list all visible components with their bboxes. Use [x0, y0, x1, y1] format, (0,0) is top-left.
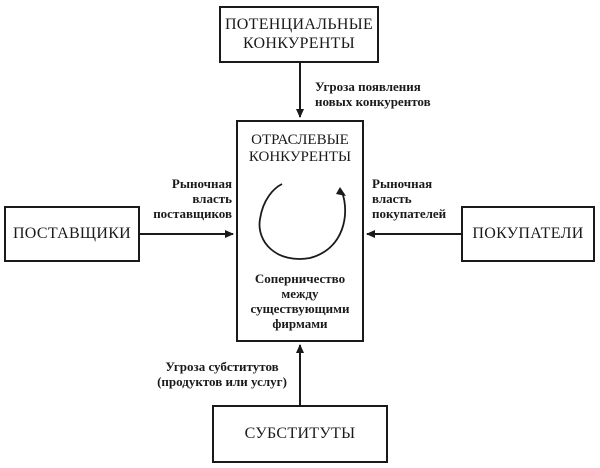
new-entrants-label-line1: Угроза появления — [315, 79, 421, 94]
suppliers-box: ПОСТАВЩИКИ — [4, 206, 140, 262]
rivalry-line2: между — [281, 285, 319, 301]
potential-competitors-box: ПОТЕНЦИАЛЬНЫЕ КОНКУРЕНТЫ — [219, 6, 379, 63]
new-entrants-label-line2: новых конкурентов — [315, 93, 431, 109]
buyer-power-line2: власть — [372, 190, 412, 206]
rivalry-line3: существующими — [250, 300, 350, 316]
industry-competitors-line2: КОНКУРЕНТЫ — [248, 149, 352, 166]
buyer-power-label: Рыночная власть покупателей — [372, 176, 472, 222]
industry-competitors-title: ОТРАСЛЕВЫЕ КОНКУРЕНТЫ — [238, 132, 362, 167]
industry-competitors-line1: ОТРАСЛЕВЫЕ — [251, 132, 349, 148]
supplier-power-line2: власть — [192, 190, 232, 206]
rivalry-description: Соперничество между существующими фирмам… — [238, 271, 362, 332]
rivalry-cycle-icon — [258, 183, 346, 260]
supplier-power-line1: Рыночная — [171, 176, 232, 191]
supplier-power-label: Рыночная власть поставщиков — [140, 176, 232, 222]
potential-competitors-line2: КОНКУРЕНТЫ — [242, 34, 355, 52]
substitutes-box: СУБСТИТУТЫ — [212, 405, 388, 463]
rivalry-line1: Соперничество — [254, 271, 346, 286]
industry-competitors-box: ОТРАСЛЕВЫЕ КОНКУРЕНТЫ Соперничество межд… — [236, 120, 364, 342]
substitutes-threat-line1: Угроза субститутов — [165, 359, 279, 374]
rivalry-line4: фирмами — [272, 315, 328, 331]
substitutes-text: СУБСТИТУТЫ — [244, 424, 356, 442]
buyers-text: ПОКУПАТЕЛИ — [472, 224, 584, 242]
buyer-power-line3: покупателей — [372, 205, 447, 221]
supplier-power-line3: поставщиков — [153, 205, 232, 221]
buyers-box: ПОКУПАТЕЛИ — [461, 206, 595, 262]
suppliers-text: ПОСТАВЩИКИ — [12, 224, 132, 242]
potential-competitors-line1: ПОТЕНЦИАЛЬНЫЕ — [224, 16, 374, 34]
substitutes-threat-label: Угроза субститутов (продуктов или услуг) — [152, 359, 292, 390]
new-entrants-label: Угроза появления новых конкурентов — [315, 79, 431, 110]
buyer-power-line1: Рыночная — [372, 176, 433, 191]
substitutes-threat-line2: (продуктов или услуг) — [157, 373, 287, 389]
